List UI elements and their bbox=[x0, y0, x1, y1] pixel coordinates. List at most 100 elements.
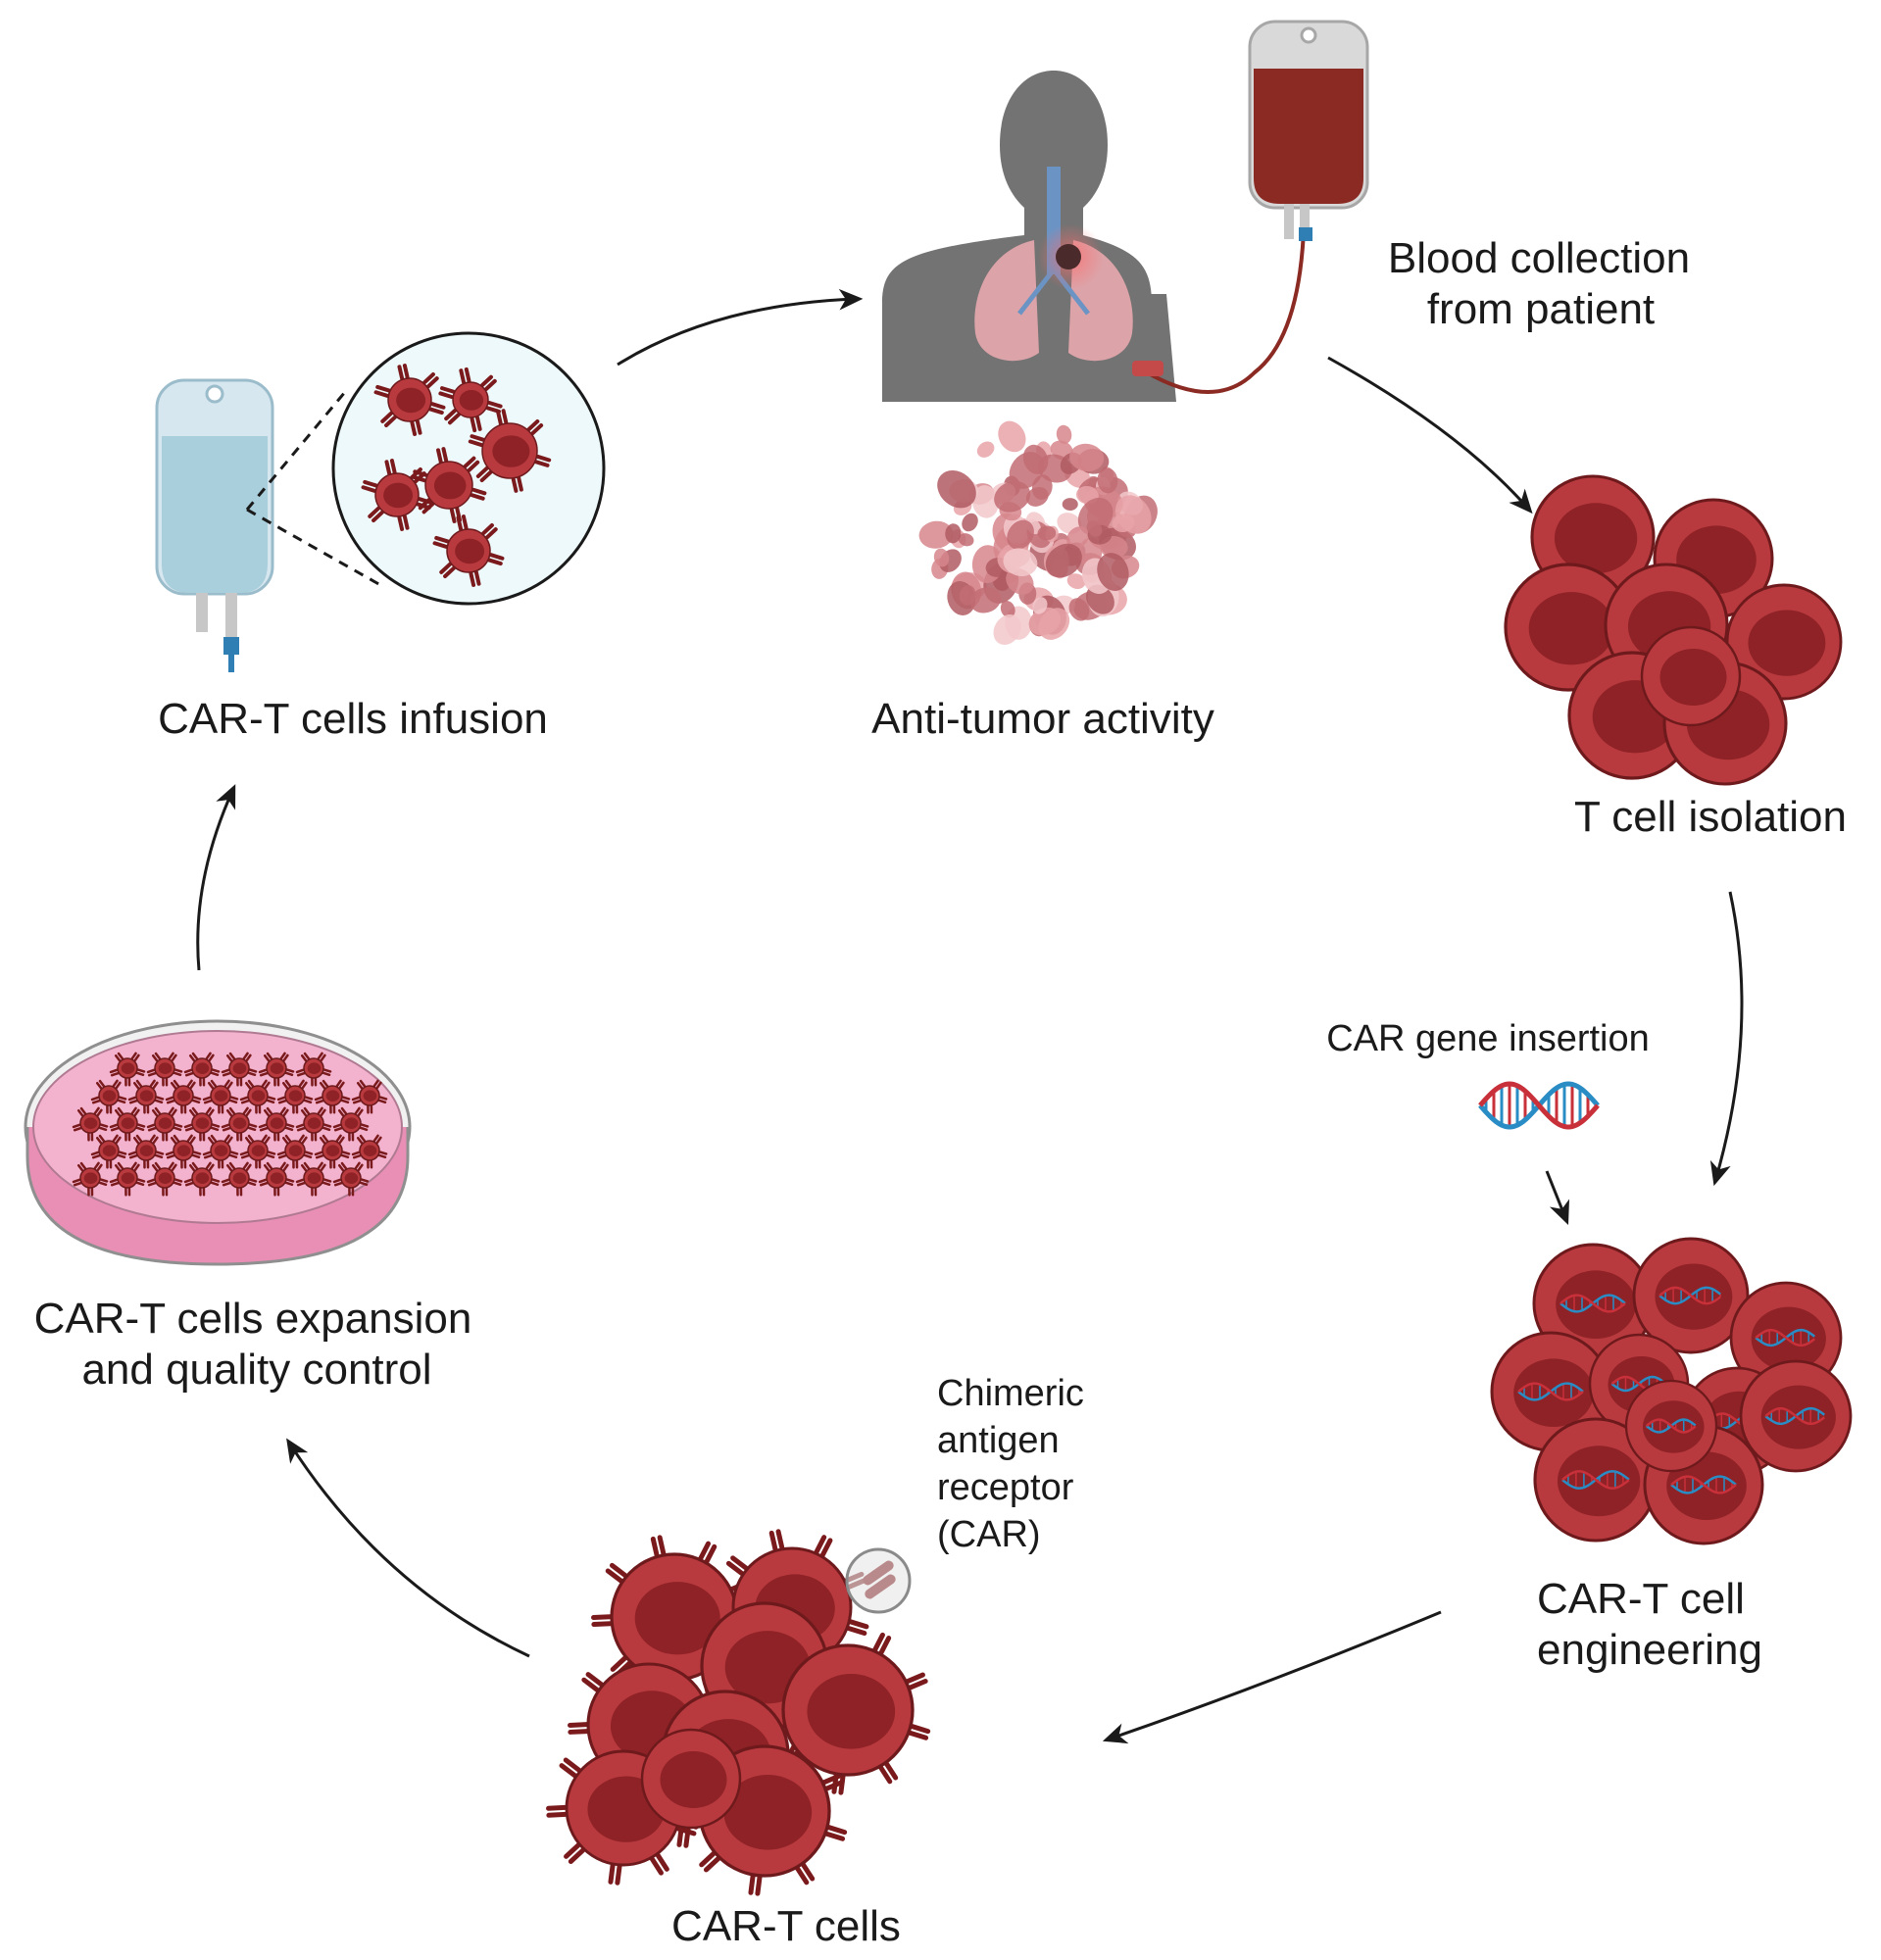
car-receptor bbox=[649, 1852, 669, 1876]
car-receptor bbox=[481, 523, 498, 540]
car-receptor bbox=[210, 1178, 221, 1187]
label-car-callout-4: (CAR) bbox=[937, 1514, 1041, 1555]
tumor-fragment bbox=[945, 523, 962, 544]
car-receptor bbox=[239, 1151, 250, 1159]
car-t-cell bbox=[247, 1085, 269, 1106]
car-t-cell bbox=[340, 1112, 362, 1134]
car-receptor bbox=[823, 1825, 848, 1841]
car-receptor bbox=[329, 1159, 336, 1169]
car-receptor bbox=[475, 466, 493, 483]
car-receptor bbox=[255, 1159, 262, 1169]
arrow-isolation-to-engineering bbox=[1709, 891, 1744, 1187]
car-t-cell bbox=[303, 1057, 324, 1079]
car-receptor bbox=[298, 1079, 308, 1090]
car-t-cell bbox=[154, 1112, 175, 1134]
car-receptor bbox=[162, 1077, 169, 1087]
car-receptor bbox=[173, 1178, 183, 1187]
car-receptor bbox=[470, 487, 487, 501]
car-receptor bbox=[335, 1079, 345, 1090]
car-t-cell bbox=[191, 1057, 213, 1079]
car-t-cell bbox=[359, 1085, 380, 1106]
car-receptor bbox=[90, 1096, 101, 1104]
car-receptor bbox=[247, 1123, 258, 1132]
label-car-callout-1: Chimeric bbox=[937, 1373, 1084, 1414]
car-receptor bbox=[351, 1151, 362, 1159]
car-t-cell bbox=[117, 1167, 138, 1189]
car-receptor bbox=[87, 1187, 94, 1197]
car-receptor bbox=[228, 1151, 239, 1159]
car-receptor bbox=[821, 1773, 845, 1791]
car-receptor bbox=[361, 479, 378, 493]
label-blood-collection-2: from patient bbox=[1426, 285, 1656, 333]
car-t-cell bbox=[359, 1140, 380, 1161]
car-receptor bbox=[314, 1151, 324, 1159]
car-receptor bbox=[109, 1178, 120, 1187]
car-receptor bbox=[411, 469, 428, 483]
car-t-cell bbox=[322, 1140, 343, 1161]
car-receptor bbox=[281, 1079, 292, 1090]
car-receptor bbox=[418, 498, 435, 514]
car-receptor bbox=[650, 1535, 667, 1558]
label-car-t-engineering-2: engineering bbox=[1537, 1626, 1762, 1674]
car-receptor bbox=[311, 1132, 318, 1142]
car-t-cell bbox=[481, 422, 538, 479]
car-receptor bbox=[332, 1178, 343, 1187]
car-receptor bbox=[199, 1187, 206, 1197]
car-t-cell bbox=[266, 1057, 287, 1079]
car-receptor bbox=[247, 1068, 258, 1077]
car-receptor bbox=[581, 1672, 605, 1692]
label-car-callout-3: receptor bbox=[937, 1467, 1074, 1508]
dna-strand bbox=[1764, 1406, 1825, 1426]
car-t-cell bbox=[173, 1085, 194, 1106]
tumor-fragment bbox=[1066, 573, 1086, 589]
car-receptor bbox=[154, 1096, 165, 1104]
car-t-cell bbox=[640, 1728, 742, 1830]
label-car-callout-2: antigen bbox=[937, 1420, 1060, 1461]
tumor-fragment bbox=[933, 548, 950, 567]
arrow-blood-to-isolation bbox=[1327, 356, 1533, 514]
car-receptor bbox=[124, 1187, 131, 1197]
car-t-cell bbox=[79, 1112, 101, 1134]
car-receptor bbox=[242, 1106, 252, 1117]
car-t-cell bbox=[228, 1167, 250, 1189]
car-receptor bbox=[117, 1096, 127, 1104]
car-receptor bbox=[332, 1123, 343, 1132]
car-t-cell bbox=[266, 1112, 287, 1134]
car-receptor bbox=[292, 1104, 299, 1114]
car-receptor bbox=[428, 402, 446, 416]
car-t-cell bbox=[154, 1057, 175, 1079]
car-t-cell bbox=[210, 1140, 231, 1161]
car-receptor bbox=[186, 1079, 196, 1090]
car-receptor bbox=[98, 1123, 109, 1132]
car-receptor bbox=[878, 1761, 899, 1785]
label-car-t-cells: CAR-T cells bbox=[671, 1902, 901, 1950]
car-receptor bbox=[605, 1562, 628, 1584]
car-receptor bbox=[95, 1134, 106, 1145]
car-receptor bbox=[559, 1757, 582, 1779]
car-receptor bbox=[511, 475, 523, 493]
car-receptor bbox=[354, 1106, 364, 1117]
car-receptor bbox=[247, 1178, 258, 1187]
label-car-t-engineering-1: CAR-T cell bbox=[1537, 1575, 1745, 1623]
tumor-fragment bbox=[1028, 607, 1062, 636]
car-receptor bbox=[130, 1052, 140, 1062]
car-receptor bbox=[463, 456, 480, 472]
tumor-fragment bbox=[1066, 526, 1090, 549]
car-receptor bbox=[300, 1106, 311, 1117]
petri-dish-illustration bbox=[24, 1019, 412, 1266]
car-receptor bbox=[329, 1104, 336, 1114]
tumor-fragment bbox=[971, 485, 999, 518]
tumor-fragment bbox=[1068, 598, 1090, 621]
car-t-cell bbox=[424, 461, 473, 510]
car-receptor bbox=[356, 1134, 367, 1145]
car-receptor bbox=[439, 562, 456, 578]
label-car-t-infusion: CAR-T cells infusion bbox=[158, 695, 548, 743]
car-t-cell bbox=[228, 1057, 250, 1079]
car-receptor bbox=[191, 1151, 202, 1159]
car-receptor bbox=[135, 1178, 146, 1187]
tumor-fragment bbox=[1032, 597, 1048, 614]
tumor-fragment bbox=[1003, 548, 1038, 576]
car-receptor bbox=[109, 1068, 120, 1077]
car-receptor bbox=[367, 1104, 373, 1114]
car-receptor bbox=[534, 454, 552, 467]
